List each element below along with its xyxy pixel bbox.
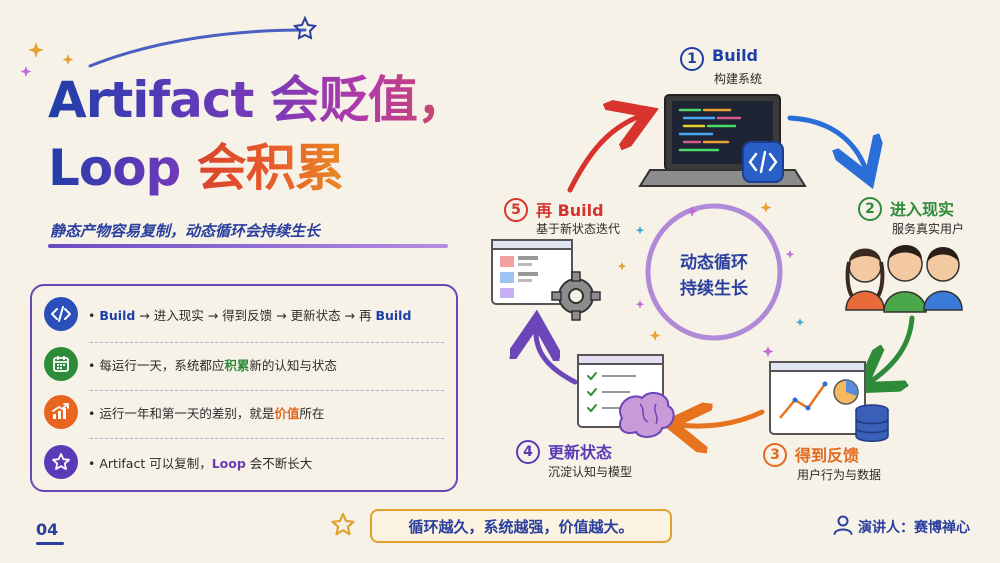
point-text: • 每运行一天，系统都应积累新的认知与状态	[88, 357, 337, 373]
motto-banner: 循环越久，系统越强，价值越大。	[370, 509, 672, 543]
divider	[90, 438, 444, 439]
sparkle-icon	[62, 54, 74, 65]
page-number-underline	[36, 542, 64, 545]
sparkle-icon	[635, 226, 805, 327]
cycle-diagram	[491, 94, 963, 510]
step-sub-update: 沉淀认知与模型	[548, 465, 633, 479]
step-number-2: 2	[858, 197, 882, 221]
title-artifact: Artifact	[48, 71, 270, 129]
step-label-feedback: 得到反馈	[795, 446, 860, 465]
step-label-build: Build	[712, 46, 759, 65]
star-outline-icon	[292, 15, 318, 40]
cycle-center-line-1: 动态循环	[680, 253, 748, 273]
step-sub-rebuild: 基于新状态迭代	[536, 222, 621, 236]
sparkle-icon	[617, 202, 772, 341]
laptop-code-icon	[638, 94, 807, 187]
divider	[90, 390, 444, 391]
arrow-update-to-rebuild	[536, 330, 578, 385]
point-row: • Build → 进入现实 → 得到反馈 → 更新状态 → 再 Build	[44, 294, 446, 334]
calendar-icon	[44, 347, 78, 381]
arrow-reality-to-feedback	[870, 315, 915, 382]
star-icon	[44, 445, 78, 479]
arrow-feedback-to-update	[680, 412, 765, 426]
code-icon	[44, 297, 78, 331]
gear-icon	[551, 271, 601, 321]
star-outline-icon	[331, 512, 355, 536]
step-label-rebuild: 再 Build	[536, 201, 604, 220]
page-number: 04	[36, 520, 59, 539]
title-line-2: Loop 会积累	[48, 139, 345, 197]
database-icon	[855, 404, 889, 442]
top-decoration	[20, 15, 318, 77]
subtitle-underline	[48, 244, 448, 248]
step-number-3: 3	[763, 443, 787, 467]
step-label-update: 更新状态	[548, 443, 613, 462]
arrow-rebuild-to-build	[567, 116, 640, 193]
speaker-name: 演讲人：赛博禅心	[858, 520, 970, 536]
point-row: • 每运行一天，系统都应积累新的认知与状态	[44, 344, 446, 384]
arrow-build-to-reality	[787, 115, 866, 170]
title-depreciate: 会贬值，	[269, 71, 467, 129]
sparkle-icon	[635, 206, 795, 357]
point-text: • Build → 进入现实 → 得到反馈 → 更新状态 → 再 Build	[88, 307, 412, 323]
title-accumulate: 会积累	[196, 139, 345, 197]
sparkle-icon	[28, 42, 44, 58]
divider	[90, 342, 444, 343]
person-icon	[833, 515, 853, 535]
step-label-reality: 进入现实	[890, 200, 955, 219]
subtitle: 静态产物容易复制，动态循环会持续生长	[50, 222, 321, 240]
analytics-dashboard-icon	[769, 361, 889, 442]
sparkle-icon	[20, 66, 32, 77]
checklist-brain-icon	[577, 354, 675, 438]
step-number-1: 1	[680, 47, 704, 71]
cycle-center-line-2: 持续生长	[680, 279, 748, 299]
center-circle	[645, 203, 783, 341]
step-number-4: 4	[516, 440, 540, 464]
step-number-5: 5	[504, 198, 528, 222]
point-text: • 运行一年和第一天的差别，就是价值所在	[88, 405, 325, 421]
step-sub-build: 构建系统	[714, 72, 763, 86]
title-line-1: Artifact 会贬值，	[48, 71, 467, 129]
window-gear-icon	[491, 239, 601, 321]
chart-up-icon	[44, 395, 78, 429]
swoosh-line	[88, 28, 307, 68]
step-sub-reality: 服务真实用户	[892, 222, 965, 236]
point-text: • Artifact 可以复制，Loop 会不断长大	[88, 455, 313, 471]
point-row: • Artifact 可以复制，Loop 会不断长大	[44, 442, 446, 482]
title-loop: Loop	[48, 139, 197, 197]
key-points-box: • Build → 进入现实 → 得到反馈 → 更新状态 → 再 Build •…	[30, 284, 458, 492]
point-row: • 运行一年和第一天的差别，就是价值所在	[44, 392, 446, 432]
users-icon	[845, 245, 963, 313]
step-sub-feedback: 用户行为与数据	[797, 468, 882, 482]
